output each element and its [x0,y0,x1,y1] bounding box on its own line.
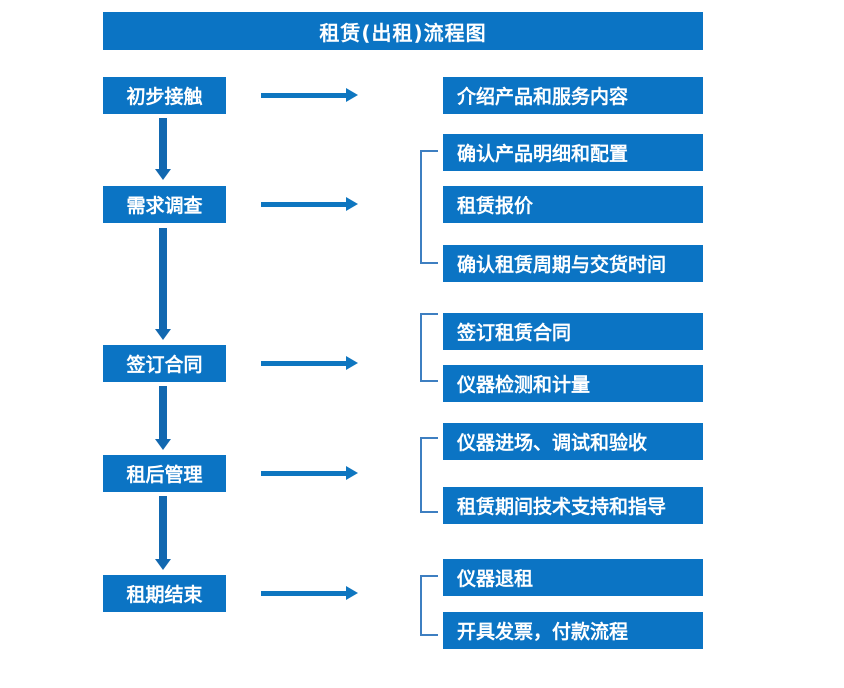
arrow-shaft [261,591,349,596]
arrow-shaft [261,361,349,366]
detail-node-6[interactable]: 仪器检测和计量 [443,365,703,402]
arrow-shaft [159,228,167,329]
group-bracket-3 [420,437,438,513]
page-title: 租赁(出租)流程图 [103,12,703,50]
detail-node-8[interactable]: 租赁期间技术支持和指导 [443,487,703,524]
arrow-shaft [159,386,167,439]
arrow-head-icon [155,329,171,340]
detail-node-9[interactable]: 仪器退租 [443,559,703,596]
arrow-shaft [261,471,349,476]
stage-node-1[interactable]: 初步接触 [103,77,226,114]
detail-arrow-5 [261,586,358,600]
group-bracket-1 [420,150,438,264]
stage-flow-arrow-4-5 [155,496,171,570]
stage-node-5[interactable]: 租期结束 [103,575,226,612]
detail-arrow-3 [261,356,358,370]
detail-node-2[interactable]: 确认产品明细和配置 [443,134,703,171]
detail-node-7[interactable]: 仪器进场、调试和验收 [443,423,703,460]
arrow-head-icon [346,466,358,480]
arrow-shaft [261,202,349,207]
arrow-shaft [159,496,167,559]
detail-node-1[interactable]: 介绍产品和服务内容 [443,77,703,114]
group-bracket-2 [420,313,438,382]
arrow-head-icon [346,356,358,370]
arrow-head-icon [346,197,358,211]
stage-flow-arrow-2-3 [155,228,171,340]
detail-node-3[interactable]: 租赁报价 [443,186,703,223]
arrow-head-icon [155,169,171,180]
arrow-head-icon [346,586,358,600]
stage-flow-arrow-1-2 [155,118,171,180]
stage-flow-arrow-3-4 [155,386,171,450]
detail-arrow-1 [261,88,358,102]
arrow-shaft [159,118,167,169]
arrow-head-icon [155,439,171,450]
arrow-head-icon [155,559,171,570]
detail-arrow-4 [261,466,358,480]
detail-node-4[interactable]: 确认租赁周期与交货时间 [443,245,703,282]
stage-node-2[interactable]: 需求调查 [103,186,226,223]
arrow-shaft [261,93,349,98]
group-bracket-4 [420,575,438,636]
detail-arrow-2 [261,197,358,211]
arrow-head-icon [346,88,358,102]
stage-node-4[interactable]: 租后管理 [103,455,226,492]
detail-node-5[interactable]: 签订租赁合同 [443,313,703,350]
stage-node-3[interactable]: 签订合同 [103,345,226,382]
detail-node-10[interactable]: 开具发票，付款流程 [443,612,703,649]
